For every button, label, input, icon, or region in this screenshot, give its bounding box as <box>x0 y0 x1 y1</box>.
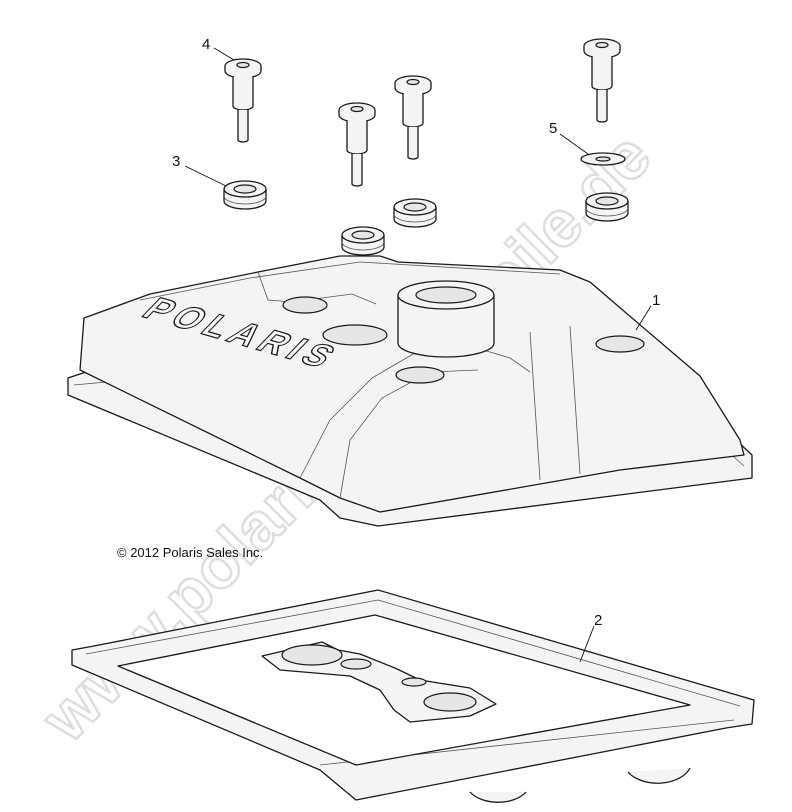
bolt-part <box>224 38 621 187</box>
valve-cover-part: POLARIS <box>67 255 753 527</box>
callout-5: 5 <box>549 120 557 137</box>
washer-part <box>580 152 626 166</box>
gasket-part <box>71 589 755 803</box>
callout-4: 4 <box>202 36 210 53</box>
callout-1: 1 <box>652 292 660 309</box>
callout-2: 2 <box>594 612 602 629</box>
callout-3: 3 <box>172 153 180 170</box>
leader-lines <box>184 47 652 663</box>
copyright-notice: © 2012 Polaris Sales Inc. <box>117 545 263 560</box>
